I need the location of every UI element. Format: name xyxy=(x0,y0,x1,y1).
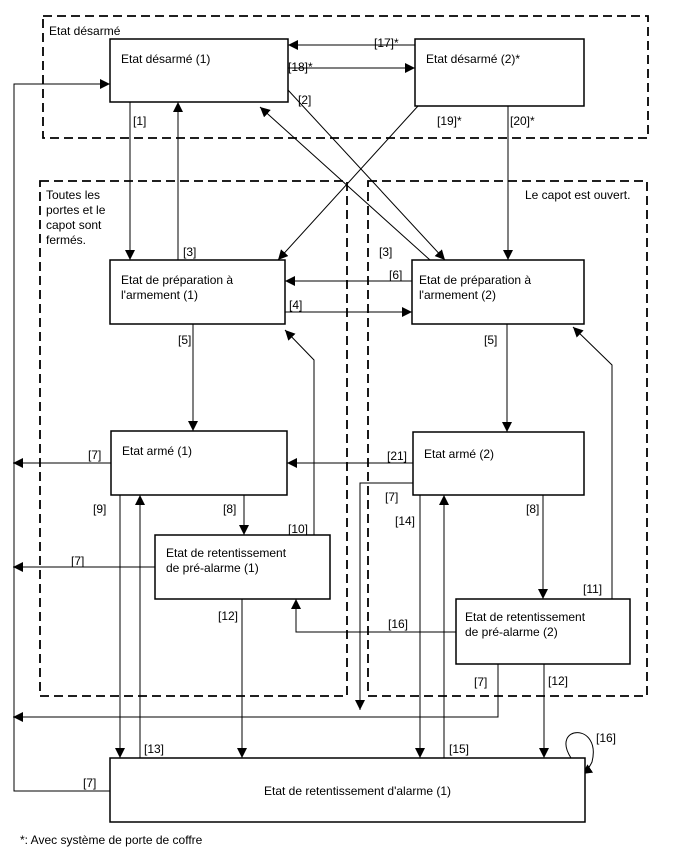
transition-label: [3] xyxy=(379,245,392,259)
transition-label: [2] xyxy=(298,93,311,107)
transition-label: [5] xyxy=(484,333,497,347)
state-label: Etat désarmé (2)* xyxy=(426,52,520,66)
transition-lines xyxy=(13,40,613,792)
state-disarmed-2: Etat désarmé (2)* xyxy=(414,38,585,107)
closed-group-label: Toutes les portes et le capot sont fermé… xyxy=(46,188,109,247)
state-prealarm-2: Etat de retentissement de pré-alarme (2) xyxy=(455,598,631,665)
open-group-region xyxy=(367,180,648,697)
transition-label: [6] xyxy=(389,268,402,282)
state-prep-2: Etat de préparation à l'armement (2) xyxy=(411,259,585,325)
transition-label: [10] xyxy=(288,522,308,536)
transition-label: [8] xyxy=(223,502,236,516)
transition-labels: [17]* [18]* [1] [2] [19]* [20]* [3] [3] … xyxy=(71,36,616,790)
state-prealarm-1: Etat de retentissement de pré-alarme (1) xyxy=(154,534,331,600)
state-disarmed-1: Etat désarmé (1) xyxy=(109,38,289,103)
transition-label: [16] xyxy=(596,731,616,745)
state-label: Etat désarmé (1) xyxy=(121,52,210,66)
closed-group-region xyxy=(39,180,348,697)
state-label: Etat de préparation à l'armement (1) xyxy=(121,273,236,302)
state-armed-2: Etat armé (2) xyxy=(412,431,585,496)
state-label: Etat armé (1) xyxy=(122,444,192,458)
state-label: Etat armé (2) xyxy=(424,447,494,461)
transition-label: [9] xyxy=(93,502,106,516)
state-label: Etat de retentissement de pré-alarme (2) xyxy=(465,610,588,639)
transition-label: [20]* xyxy=(510,114,535,128)
state-armed-1: Etat armé (1) xyxy=(110,430,288,496)
transition-label: [12] xyxy=(218,609,238,623)
state-label: Etat de retentissement d'alarme (1) xyxy=(264,784,451,798)
transition-label: [12] xyxy=(548,674,568,688)
transition-label: [7] xyxy=(385,490,398,504)
transition-label: [4] xyxy=(289,298,302,312)
transition-label: [19]* xyxy=(437,114,462,128)
transition-label: [11] xyxy=(583,582,602,596)
transition-label: [7] xyxy=(71,554,84,568)
transition-label: [21] xyxy=(387,449,407,463)
state-prep-1: Etat de préparation à l'armement (1) xyxy=(109,259,286,325)
transition-label: [18]* xyxy=(288,60,313,74)
disarmed-group-label: Etat désarmé xyxy=(49,24,121,38)
transition-label: [13] xyxy=(144,742,164,756)
transition-label: [7] xyxy=(474,675,487,689)
footnote: *: Avec système de porte de coffre xyxy=(20,833,203,847)
state-label: Etat de retentissement de pré-alarme (1) xyxy=(166,546,289,575)
transition-label: [14] xyxy=(395,514,415,528)
transition-label: [15] xyxy=(449,742,469,756)
transition-label: [17]* xyxy=(374,36,399,50)
transition-label: [8] xyxy=(526,502,539,516)
transition-label: [16] xyxy=(388,617,408,631)
transition-label: [7] xyxy=(88,448,101,462)
transition-label: [3] xyxy=(183,245,196,259)
open-group-label: Le capot est ouvert. xyxy=(525,188,630,202)
state-label: Etat de préparation à l'armement (2) xyxy=(419,273,534,302)
transition-label: [7] xyxy=(83,776,96,790)
state-alarm: Etat de retentissement d'alarme (1) xyxy=(109,757,586,823)
transition-label: [5] xyxy=(178,333,191,347)
transition-label: [1] xyxy=(133,114,146,128)
disarmed-group-region xyxy=(42,15,649,139)
